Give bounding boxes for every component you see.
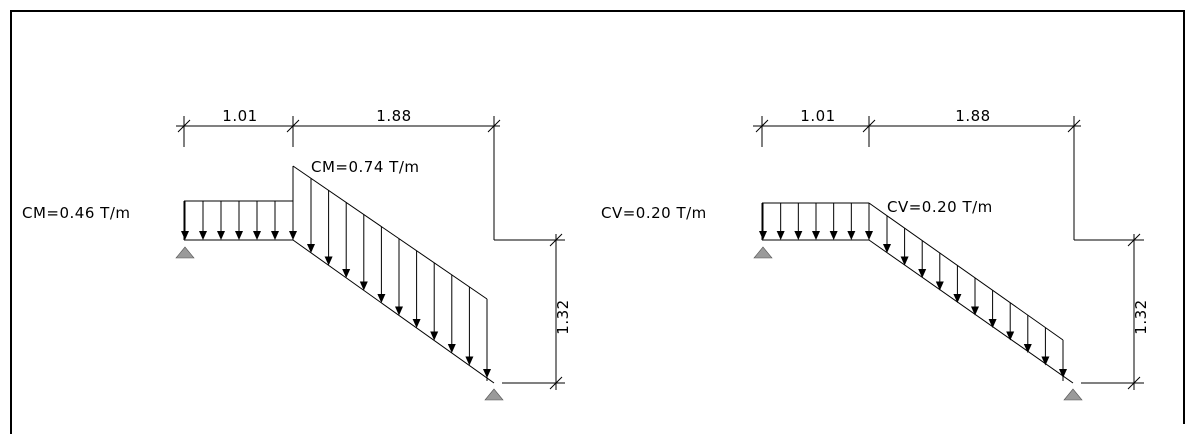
ramp-load-arrows xyxy=(883,216,1067,378)
down-arrow-icon xyxy=(395,238,403,316)
down-arrow-icon xyxy=(271,201,279,240)
down-arrow-icon xyxy=(1023,315,1032,353)
ramp-load-block xyxy=(868,202,1067,381)
down-arrow-icon xyxy=(359,214,368,291)
down-arrow-icon xyxy=(447,274,456,353)
dim-height xyxy=(549,233,563,390)
down-arrow-icon xyxy=(988,290,997,328)
ramp-load-label: CM=0.74 T/m xyxy=(311,158,419,176)
down-arrow-icon xyxy=(865,203,873,240)
down-arrow-icon xyxy=(307,178,315,253)
down-arrow-icon xyxy=(776,203,785,240)
down-arrow-icon xyxy=(1006,302,1015,341)
landing-load-label: CM=0.46 T/m xyxy=(22,204,130,222)
pinned-support-icon xyxy=(175,246,195,259)
down-arrow-icon xyxy=(883,216,891,253)
dim-landing-length-label: 1.01 xyxy=(800,107,835,125)
down-arrow-icon xyxy=(235,201,243,240)
down-arrow-icon xyxy=(847,203,856,240)
pinned-support-icon xyxy=(753,246,773,259)
down-arrow-icon xyxy=(829,203,838,240)
ramp-load-label: CV=0.20 T/m xyxy=(887,198,993,216)
down-arrow-icon xyxy=(794,203,803,240)
down-arrow-icon xyxy=(1041,327,1050,366)
dim-landing-length xyxy=(176,116,501,147)
down-arrow-icon xyxy=(971,278,979,316)
inclined-beam xyxy=(292,239,495,384)
pinned-support-icon xyxy=(1063,388,1083,401)
dim-height-label: 1.32 xyxy=(554,299,572,334)
down-arrow-icon xyxy=(377,226,386,303)
down-arrow-icon xyxy=(465,286,474,366)
drawing-frame xyxy=(10,10,1185,434)
down-arrow-icon xyxy=(217,201,225,240)
landing-load-block xyxy=(181,200,297,240)
diagram-dead-load: 1.01 1.88 CM=0.46 T/m CM=0.74 T/m xyxy=(22,107,572,401)
dim-ramp-length-label: 1.88 xyxy=(376,107,411,125)
landing-load-arrows xyxy=(759,203,873,240)
down-arrow-icon xyxy=(253,201,261,240)
down-arrow-icon xyxy=(342,202,351,278)
down-arrow-icon xyxy=(483,299,491,378)
dim-landing-length xyxy=(753,116,1081,147)
dim-height xyxy=(1127,233,1141,390)
down-arrow-icon xyxy=(935,253,944,291)
down-arrow-icon xyxy=(1059,340,1067,378)
down-arrow-icon xyxy=(759,203,767,240)
pinned-support-icon xyxy=(484,388,504,401)
landing-load-label: CV=0.20 T/m xyxy=(601,204,707,222)
ramp-load-arrows xyxy=(307,178,491,378)
down-arrow-icon xyxy=(430,262,439,341)
down-arrow-icon xyxy=(900,228,909,266)
dim-landing-length-label: 1.01 xyxy=(222,107,257,125)
down-arrow-icon xyxy=(181,201,189,240)
landing-load-arrows xyxy=(181,201,297,240)
down-arrow-icon xyxy=(412,250,421,328)
dim-height-label: 1.32 xyxy=(1132,299,1150,334)
down-arrow-icon xyxy=(918,240,927,278)
down-arrow-icon xyxy=(953,265,962,303)
down-arrow-icon xyxy=(812,203,820,240)
ramp-load-block xyxy=(292,165,491,381)
dim-ramp-length-label: 1.88 xyxy=(955,107,990,125)
diagram-live-load: 1.01 1.88 CV=0.20 T/m CV=0.20 T/m xyxy=(601,107,1150,401)
landing-load-block xyxy=(759,202,873,240)
down-arrow-icon xyxy=(199,201,207,240)
down-arrow-icon xyxy=(324,190,333,266)
inclined-beam xyxy=(868,239,1074,384)
